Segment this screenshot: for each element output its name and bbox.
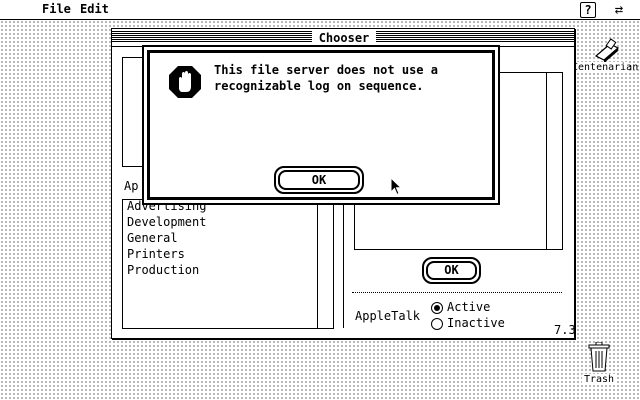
alert-ok-button[interactable]: OK xyxy=(278,170,360,190)
application-menu-icon[interactable]: ⇄ xyxy=(614,2,624,18)
menu-bar: File Edit ? ⇄ xyxy=(0,0,640,20)
active-label: Active xyxy=(447,300,491,314)
list-item[interactable]: General xyxy=(127,231,178,245)
edit-menu[interactable]: Edit xyxy=(80,2,109,16)
list-item[interactable]: Production xyxy=(127,263,200,277)
zones-scrollbar[interactable] xyxy=(317,200,333,328)
trash-label: Trash xyxy=(582,374,616,385)
alert-message-line1: This file server does not use a xyxy=(214,63,438,77)
help-icon[interactable]: ? xyxy=(580,2,596,18)
zones-label: Ap xyxy=(124,179,139,193)
alert-inner-frame xyxy=(147,50,495,200)
chooser-ok-button[interactable]: OK xyxy=(426,261,477,280)
version-label: 7.3 xyxy=(554,323,576,337)
trash-icon[interactable] xyxy=(587,341,611,372)
stop-hand-icon xyxy=(168,65,202,99)
alert-message-line2: recognizable log on sequence. xyxy=(214,79,424,93)
active-radio[interactable] xyxy=(431,302,443,314)
pane-divider xyxy=(343,200,344,328)
inactive-radio[interactable] xyxy=(431,318,443,330)
file-menu[interactable]: File xyxy=(42,2,71,16)
appletalk-label: AppleTalk xyxy=(355,309,421,323)
window-title: Chooser xyxy=(312,29,376,47)
inactive-label: Inactive xyxy=(447,316,505,330)
hard-disk-icon[interactable] xyxy=(592,38,622,63)
mouse-cursor-icon xyxy=(390,176,404,197)
disk-label: Centenarian xyxy=(572,62,639,73)
list-item[interactable]: Development xyxy=(127,215,207,229)
appletalk-separator xyxy=(352,292,562,293)
chooser-titlebar[interactable]: Chooser xyxy=(112,29,574,47)
server-scrollbar[interactable] xyxy=(546,73,562,249)
list-item[interactable]: Printers xyxy=(127,247,185,261)
